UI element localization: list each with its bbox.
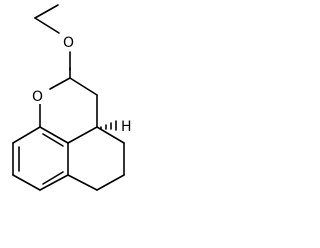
bond-aromatic-6	[39, 126, 69, 144]
ether-oxygen-label: O	[63, 35, 74, 51]
bond-c3a-c4	[96, 126, 125, 144]
bond-aromatic-3	[12, 174, 41, 191]
bond-c6-c6a	[67, 174, 98, 191]
ring-oxygen-label: O	[32, 89, 43, 105]
stereo-hydrogen-label: H	[121, 119, 132, 135]
bond-ethyl-ch2-o	[34, 17, 60, 34]
double-bond-inner-3	[42, 133, 64, 147]
bond-c2-c3	[69, 77, 98, 96]
double-bond-inner-2	[42, 171, 64, 185]
bond-ethyl-terminal	[34, 4, 59, 19]
bond-aromatic-4	[39, 174, 69, 191]
hashed-wedge-h	[100, 120, 117, 131]
bond-aromatic-1	[12, 126, 41, 144]
chemical-structure-diagram: O O H	[12, 4, 132, 191]
bond-c3a-c9a	[67, 126, 98, 144]
bond-c2-ring-o	[49, 77, 71, 90]
bond-c5-c6	[96, 174, 125, 191]
